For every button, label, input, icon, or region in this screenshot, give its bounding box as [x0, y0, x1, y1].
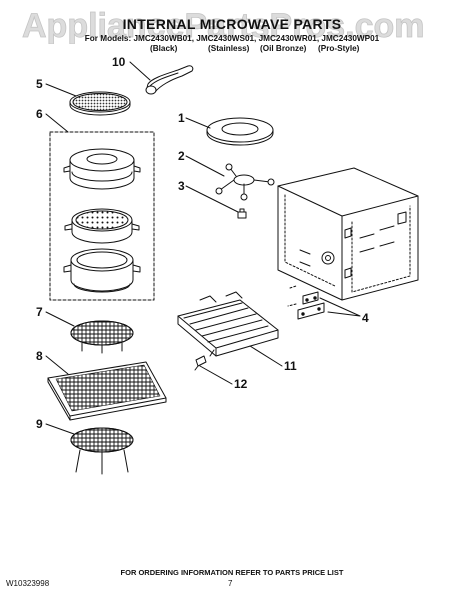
steamer-lid [63, 148, 141, 190]
callout-8: 8 [36, 349, 43, 363]
callout-5: 5 [36, 77, 43, 91]
steamer-basket [64, 208, 140, 244]
callout-1: 1 [178, 111, 185, 125]
callout-3: 3 [178, 179, 185, 193]
callout-11: 11 [284, 359, 297, 373]
ordering-info-footer: FOR ORDERING INFORMATION REFER TO PARTS … [120, 568, 344, 577]
models-line: For Models: JMC2430WB01, JMC2430WS01, JM… [84, 34, 380, 43]
steamer-pot [63, 248, 141, 293]
part-9-high-rack [70, 427, 134, 475]
part-10-handle [145, 65, 194, 95]
part-1-turntable [206, 117, 274, 146]
part-8-tray [47, 361, 167, 421]
callout-7: 7 [36, 305, 43, 319]
watermark: AppliancePartsPros.com [22, 7, 425, 44]
part-6-group-box [49, 131, 155, 301]
finish-oil-bronze: (Oil Bronze) [260, 44, 307, 53]
page-number: 7 [228, 579, 233, 588]
callout-9: 9 [36, 417, 43, 431]
watermark-text: AppliancePartsPros.com [22, 7, 424, 44]
part-3-coupler [237, 208, 247, 219]
finish-stainless: (Stainless) [208, 44, 250, 53]
callout-2: 2 [178, 149, 185, 163]
part-2-roller-support [215, 163, 275, 201]
part-5-mesh-cover [69, 91, 131, 116]
callout-6: 6 [36, 107, 43, 121]
leader-lines [45, 61, 361, 435]
part-7-low-rack [70, 320, 134, 354]
finish-black: (Black) [150, 44, 178, 53]
page-title: INTERNAL MICROWAVE PARTS [122, 16, 342, 32]
part-4-brackets [287, 285, 325, 320]
part-11-heater-element [177, 291, 279, 357]
document-number: W10323998 [6, 579, 50, 588]
callout-12: 12 [234, 377, 248, 391]
finish-pro-style: (Pro-Style) [318, 44, 360, 53]
oven-cavity [277, 167, 419, 301]
callout-4: 4 [362, 311, 369, 325]
part-12-clip [194, 355, 207, 371]
callout-10: 10 [112, 55, 126, 69]
